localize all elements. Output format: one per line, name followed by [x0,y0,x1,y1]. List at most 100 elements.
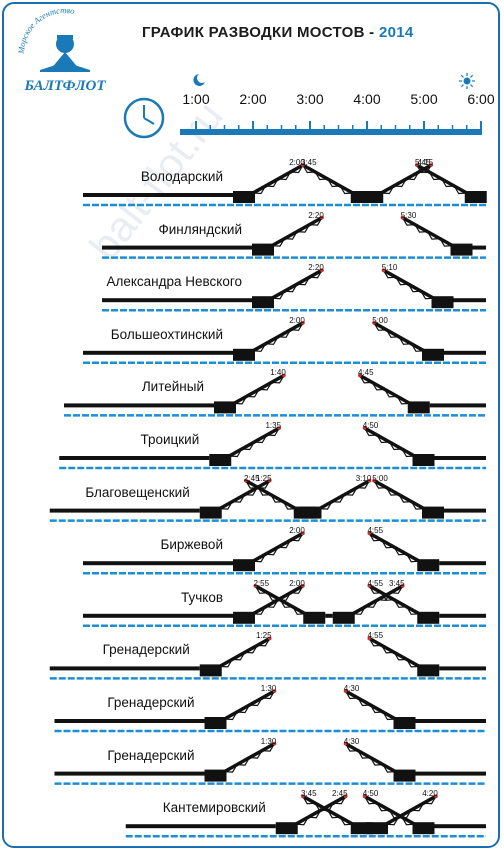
bridge-leaf-open [271,215,324,248]
bridge-name: Финляндский [158,221,242,237]
close-time-label: 4:45 [357,368,374,378]
open-time-label: 1:25 [255,631,272,641]
bridge-pier [361,191,384,203]
open-time-label: 1:35 [265,421,282,430]
open-time-label: 2:20 [308,210,324,220]
moon-icon [193,74,205,86]
bridge-name: Литейный [141,379,204,395]
open-time-label: 3:10 [355,473,372,483]
bridge-leaf-close [357,373,411,405]
open-time-label: 1:25 [255,473,272,483]
bridge-pier [366,822,388,835]
bridge-pier [209,454,232,466]
bridge-deck-left [83,561,233,566]
bridge-leaf-close [367,636,421,668]
bridge-leaf-open [223,741,277,774]
title-year: 2014 [378,24,414,41]
bridge-pier [417,611,440,624]
bridge-pier [204,769,227,782]
bridge-leaf-close [414,163,468,195]
bridge-deck-right [439,613,486,618]
open-time-label: 2:00 [289,158,305,167]
bridge-name: Биржевой [160,537,223,553]
bridge-name: Гренадерский [107,695,195,710]
close-time-label: 5:00 [372,473,388,483]
bridge-leaf-open [385,794,438,826]
bridge-pier [214,401,236,414]
close-time-label: 4:55 [367,578,384,588]
timeline-hour-label: 1:00 [182,91,210,107]
bridge-leaf-close [372,478,425,511]
bridge-leaf-open [318,478,372,511]
bridge-leaf-open [218,636,272,668]
bridge-leaf-open [218,478,272,511]
bridge-pier [422,348,444,361]
bridge-deck-right [444,508,486,513]
bridge-deck-right [439,561,486,566]
bridge-pier [422,506,444,519]
close-time-label: 5:00 [372,315,388,325]
close-time-label: 2:55 [253,578,270,588]
bridge-name: Володарский [140,169,223,184]
bridge-leaf-open [252,531,305,563]
page-title: ГРАФИК РАЗВОДКИ МОСТОВ - 2014 [142,24,414,41]
bridge-leaf-close [343,689,397,721]
bridge-leaf-open [380,163,434,195]
bridge-leaf-open [223,689,277,721]
bridge-deck-left [83,613,233,618]
open-time-label: 1:30 [260,684,277,693]
bridge-leaf-open [294,794,348,826]
bridge-deck-left [125,824,276,829]
open-time-label: 4:15 [417,158,434,167]
bridge-deck-right [434,456,486,460]
bridge-name: Гренадерский [107,747,195,763]
close-time-label: 2:45 [243,473,260,483]
sun-ray [470,74,474,78]
bridge-deck-left [102,298,252,303]
timeline-hour-label: 2:00 [239,91,267,107]
bridge-deck-right [472,245,486,250]
open-time-label: 2:00 [289,315,305,325]
bridge-deck-left [83,350,233,355]
close-time-label: 4:55 [367,526,384,536]
bridge-pier [417,664,440,677]
bridge-pier [431,296,454,309]
timeline-hour-label: 4:00 [353,91,381,107]
bridge-leaf-close [400,215,454,248]
bridge-leaf-open [252,163,305,195]
bridge-deck-right [434,824,486,829]
bridge-pier [275,822,298,835]
bridge-leaf-close [300,163,354,195]
bridge-leaf-close [367,531,421,563]
bridge-deck-left [49,508,200,513]
bridge-pier [417,559,440,572]
bridge-leaf-open [351,584,405,616]
bridge-pier [199,506,222,519]
bridge-pier [332,611,355,624]
bridge-deck-left [83,193,233,197]
bridge-pier [252,243,274,256]
bridge-name: Троицкий [140,432,200,447]
bridge-leaf-close [362,426,416,458]
bridge-leaf-open [271,268,324,300]
open-time-label: 1:40 [270,368,286,378]
bridge-name: Большеохтинский [110,326,223,342]
bridge-deck-right [415,719,486,723]
timeline-bar [180,129,482,135]
close-time-label: 5:10 [381,263,398,273]
title-text: ГРАФИК РАЗВОДКИ МОСТОВ - [142,24,375,41]
clock-icon [123,97,165,139]
bridge-pier [450,243,473,256]
bridge-pier [407,401,430,414]
bridge-deck-right [453,298,486,303]
bridge-leaf-close [372,321,425,353]
bridge-pier [393,769,416,782]
sun-icon [463,77,471,85]
bridge-name: Гренадерский [102,642,190,658]
bridge-deck-left [102,245,252,250]
close-time-label: 4:30 [343,684,360,693]
bridge-deck-left [64,403,214,408]
open-time-label: 2:20 [308,263,324,273]
